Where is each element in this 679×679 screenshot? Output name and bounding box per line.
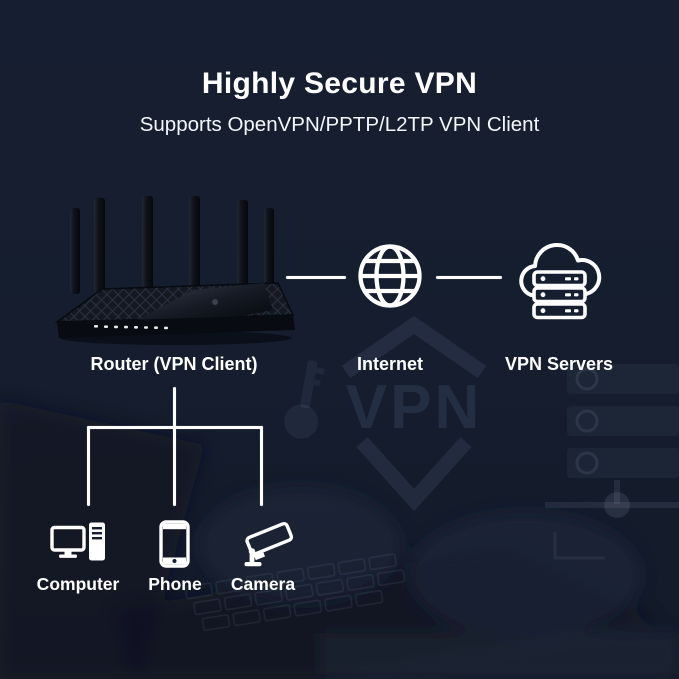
- page-title: Highly Secure VPN: [201, 67, 478, 100]
- connector-router-internet: [286, 276, 346, 279]
- connector-internet-vpnservers: [436, 276, 502, 279]
- key-watermark-icon: [284, 360, 325, 439]
- vpn-servers-label: VPN Servers: [504, 354, 614, 374]
- computer-label: Computer: [36, 574, 120, 594]
- globe-icon: [358, 244, 422, 308]
- router-label: Router (VPN Client): [90, 354, 258, 374]
- tree-line-vertical-right: [260, 426, 263, 506]
- shield-vpn-text: VPN: [346, 373, 482, 442]
- phone-label: Phone: [148, 574, 202, 594]
- vpn-shield-watermark: VPN: [341, 315, 487, 512]
- router-led-lights: [94, 325, 168, 330]
- phone-icon: [159, 520, 190, 568]
- camera-label: Camera: [230, 574, 296, 594]
- page-subtitle: Supports OpenVPN/PPTP/L2TP VPN Client: [139, 113, 540, 136]
- cctv-camera-icon: [244, 522, 294, 567]
- router-icon: [54, 196, 295, 345]
- cloud-servers-icon: [519, 243, 602, 320]
- router-antennas: [70, 196, 274, 303]
- tree-line-vertical-left: [87, 426, 90, 506]
- internet-label: Internet: [356, 354, 424, 374]
- server-stack: [532, 270, 587, 320]
- server-rack-background-silhouette: [545, 364, 679, 560]
- tree-line-horizontal: [87, 426, 263, 429]
- tree-line-vertical-center: [173, 387, 176, 506]
- computer-icon: [50, 522, 105, 561]
